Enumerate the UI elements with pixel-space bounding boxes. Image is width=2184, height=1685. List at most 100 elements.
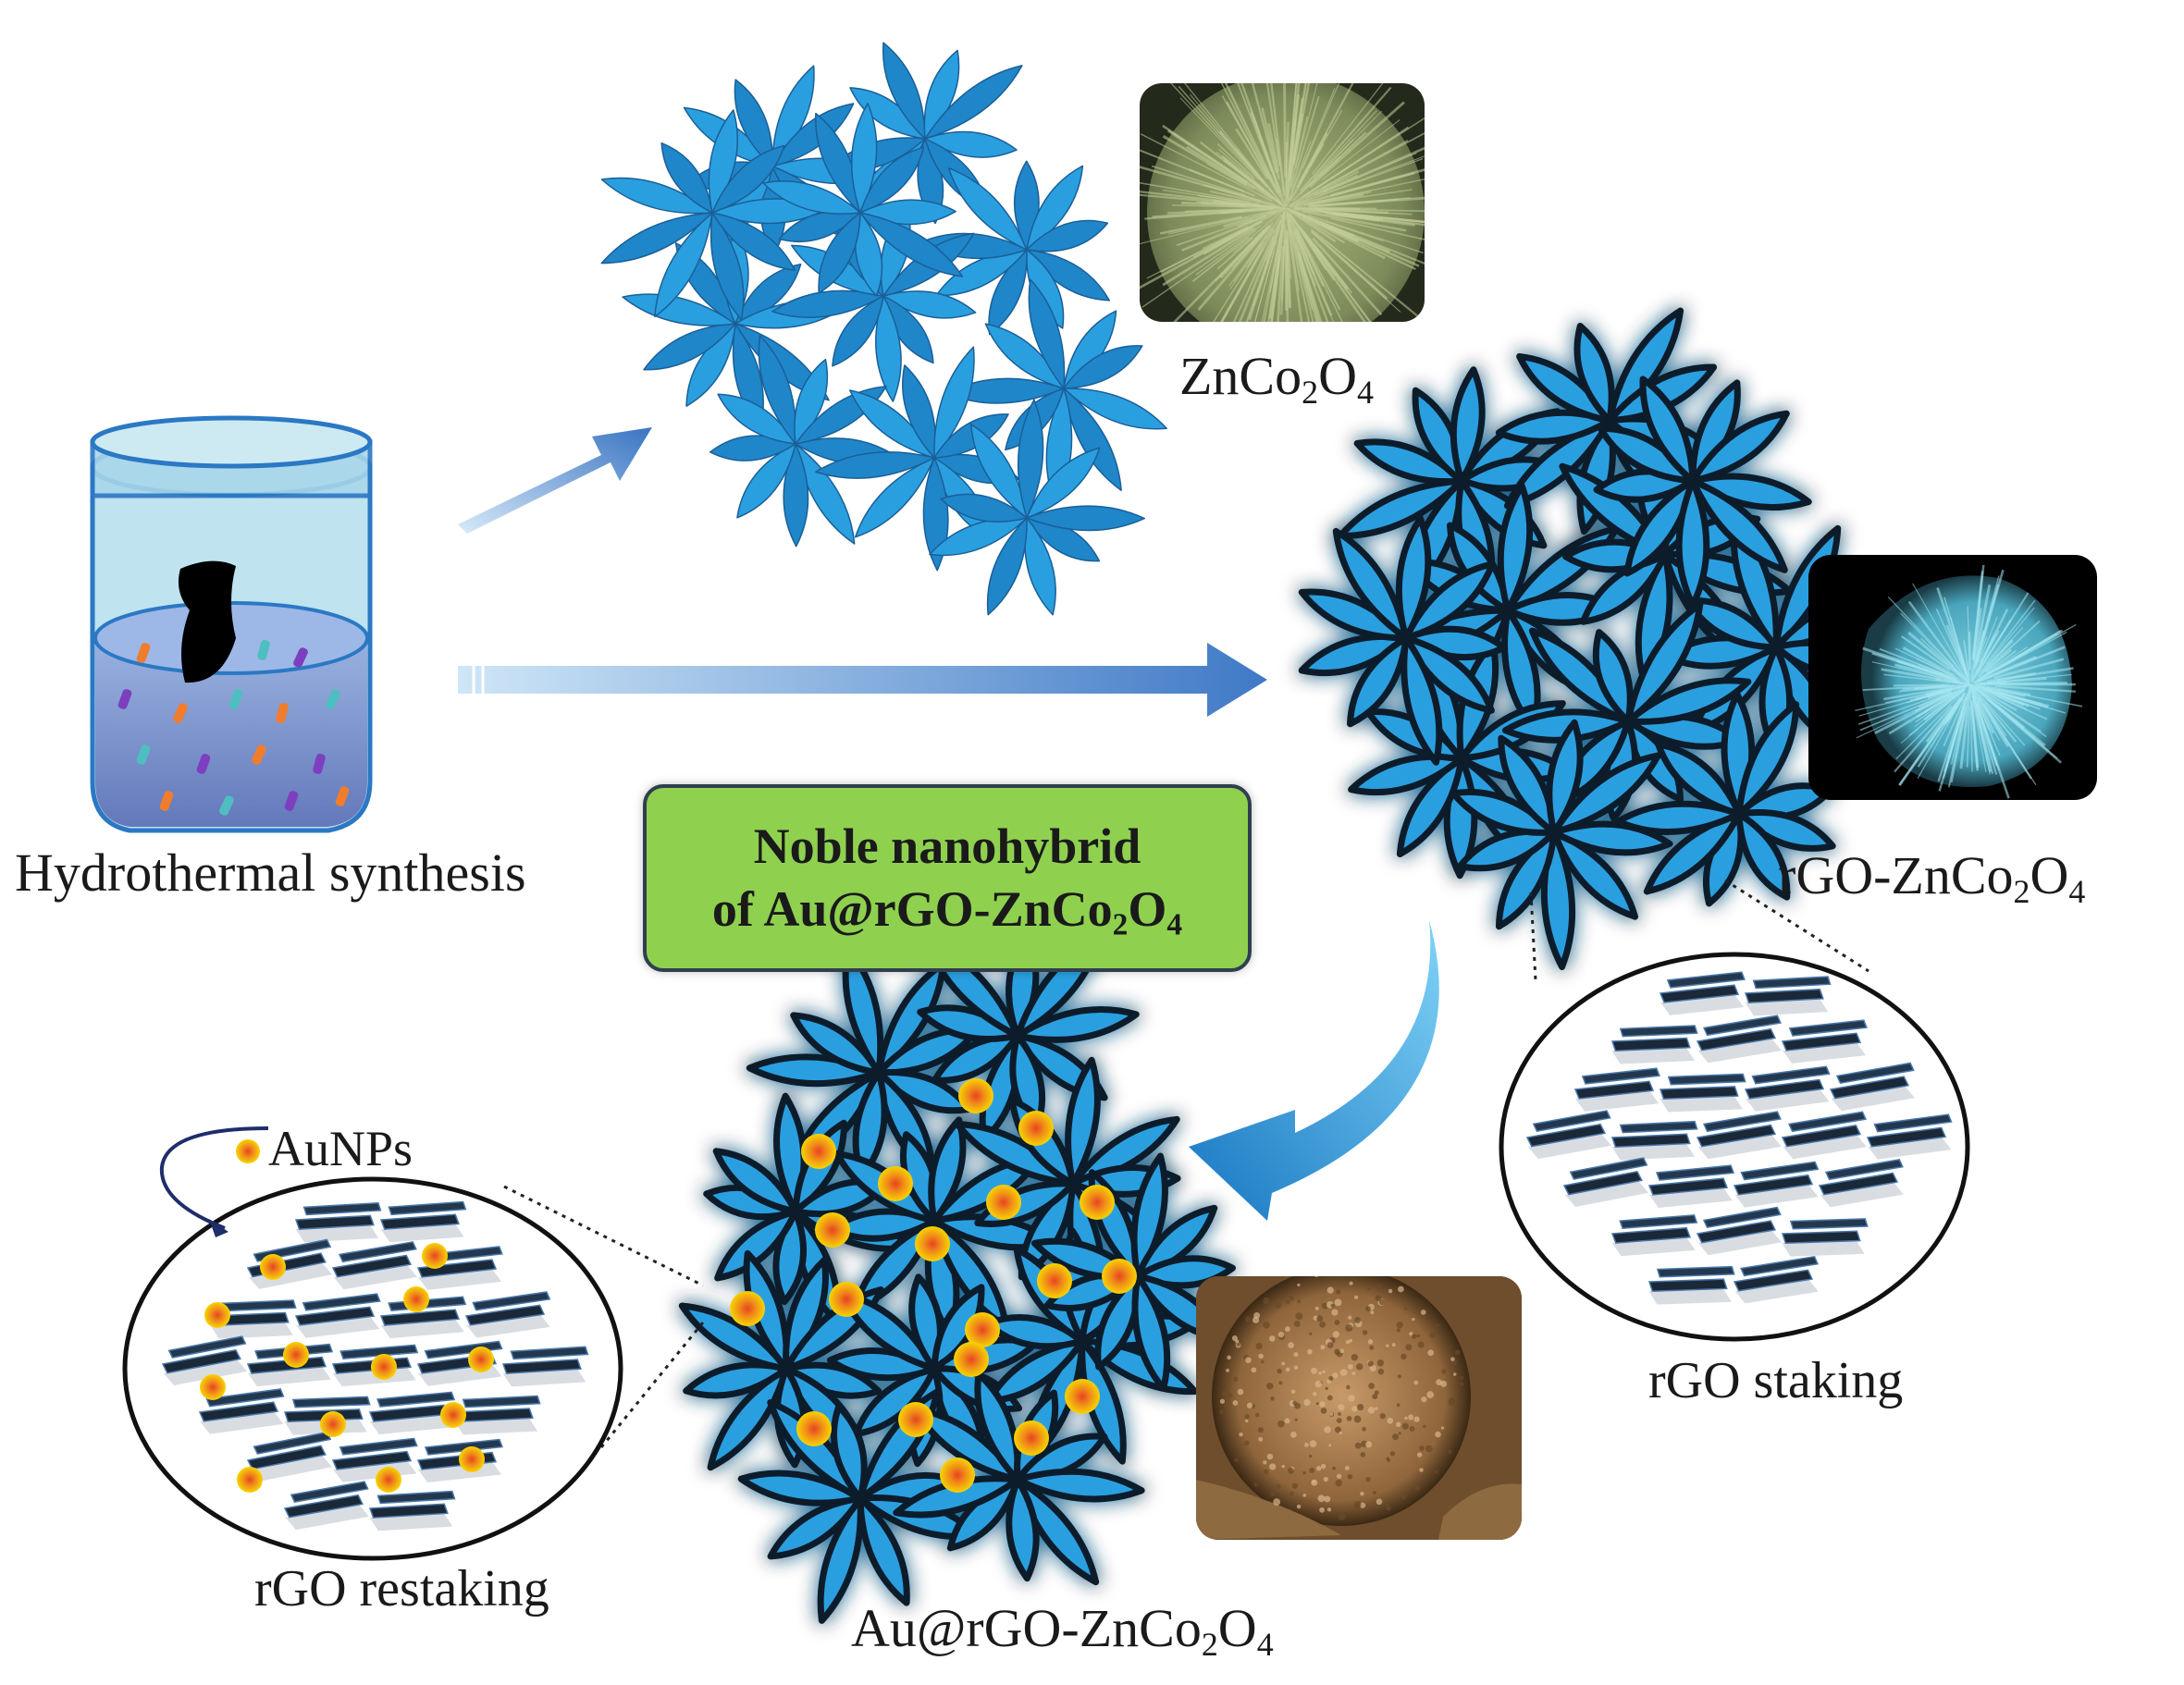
sem-grain (1246, 1402, 1253, 1408)
gold-nanoparticle (801, 1134, 836, 1169)
sem-fiber (1307, 193, 1364, 206)
sheet-shadow (466, 1314, 550, 1338)
rgo-sheet (1733, 1269, 1814, 1292)
petal (771, 103, 855, 167)
gold-nanoparticle (1080, 1185, 1115, 1220)
sem-grain (1339, 1431, 1342, 1434)
sem-grain (1317, 1494, 1326, 1503)
sheet-shadow (1697, 1230, 1782, 1256)
sem-fiber (1982, 702, 2007, 736)
sem-fiber (1232, 207, 1287, 253)
petal (831, 1403, 868, 1502)
sem-grain (1354, 1317, 1361, 1323)
petal (790, 1012, 882, 1076)
petal (758, 335, 797, 445)
sem-grain (1449, 1396, 1456, 1405)
sem-grain (1412, 1317, 1415, 1322)
sem-fiber (1181, 201, 1247, 208)
sem-fiber (1159, 215, 1242, 235)
sem-grain (1338, 1404, 1345, 1411)
petal (933, 346, 975, 459)
sem-grain (1251, 1367, 1257, 1373)
petal (1014, 1006, 1140, 1043)
sem-fiber (1894, 663, 1961, 683)
sem-grain (1409, 1426, 1415, 1432)
rgo-sheet (1787, 1111, 1867, 1133)
sem-grain (1353, 1501, 1362, 1509)
petal (1624, 601, 1704, 725)
sem-grain (1347, 1473, 1353, 1480)
petal (1026, 165, 1084, 251)
rgo-sheet (339, 1344, 419, 1359)
sem-grain (1417, 1341, 1425, 1348)
sem-fiber (1985, 648, 2012, 672)
sem-fiber (1280, 224, 1287, 315)
rgo-sheet (1656, 1265, 1735, 1278)
gold-nanoparticle (371, 1354, 397, 1380)
sem-grain (1334, 1426, 1341, 1433)
sem-fiber (1969, 683, 2017, 711)
petal (859, 146, 925, 214)
sem-grain (1419, 1445, 1425, 1451)
sheet-shadow (1697, 1134, 1782, 1160)
rgo-sheet (424, 1438, 503, 1456)
sem-grain (1276, 1483, 1281, 1489)
sem-fiber (1985, 599, 2036, 665)
particles (117, 639, 350, 816)
petal (947, 167, 1028, 251)
rgo-sheet (1702, 1015, 1782, 1037)
sem-fiber (1883, 673, 1970, 685)
sem-fiber (1302, 210, 1407, 232)
petal (924, 130, 1018, 158)
sem-grain (1311, 1367, 1317, 1374)
sem-fiber (1316, 170, 1425, 203)
sem-grain (1413, 1416, 1420, 1422)
petal (1063, 387, 1122, 491)
sem-grain (1314, 1380, 1322, 1388)
gold-nanoparticle (1014, 1421, 1049, 1456)
sem-fiber (1276, 138, 1285, 197)
sem-grain (1386, 1344, 1389, 1347)
sem-grain (1396, 1421, 1401, 1428)
sem-grain (1319, 1401, 1326, 1408)
sem-grain (1308, 1454, 1313, 1458)
sem-grain (1460, 1375, 1464, 1380)
petal (1497, 482, 1534, 614)
sem-fiber (1322, 119, 1400, 180)
sem-grain (1316, 1466, 1322, 1471)
sem-grain (1416, 1334, 1421, 1338)
rgo-sheet (1667, 1073, 1746, 1086)
petal (857, 1494, 910, 1606)
sem-fiber (1288, 118, 1297, 181)
sem-fiber (1330, 217, 1425, 242)
sem-fiber (1977, 697, 2000, 742)
sem-grain (1320, 1463, 1326, 1470)
rgo-sheet (1866, 1126, 1947, 1148)
rgo-sheet (379, 1309, 461, 1326)
rgo-sheet (1619, 1214, 1698, 1230)
sem-fiber (1307, 215, 1424, 254)
rgo-sheet (376, 1391, 456, 1408)
petal (1550, 820, 1673, 856)
sem-grain (1334, 1320, 1340, 1325)
sem-fiber (1250, 108, 1280, 190)
rgo-sheet (501, 1359, 582, 1374)
sem-fiber (1975, 683, 2031, 696)
sem-grain (1288, 1342, 1294, 1348)
sem-grain (1290, 1389, 1296, 1395)
rgo-sheet (198, 1401, 279, 1422)
rgo-sheet (1655, 1164, 1735, 1181)
sem-grain (1335, 1289, 1341, 1295)
sem-grain (1377, 1368, 1385, 1375)
sem-fiber (1295, 158, 1424, 205)
sem-grain (1324, 1426, 1331, 1433)
sem-fiber (1282, 83, 1288, 178)
rgo-sheet (1788, 1019, 1868, 1037)
sheet-shadow (1783, 1134, 1867, 1160)
rgo-sheet (1569, 1157, 1648, 1180)
rgo-sheet (1581, 1067, 1660, 1085)
sem-fiber (1977, 646, 2066, 683)
sem-fiber (1305, 170, 1360, 199)
sem-grain (1359, 1502, 1366, 1508)
sem-grain (1360, 1452, 1366, 1457)
